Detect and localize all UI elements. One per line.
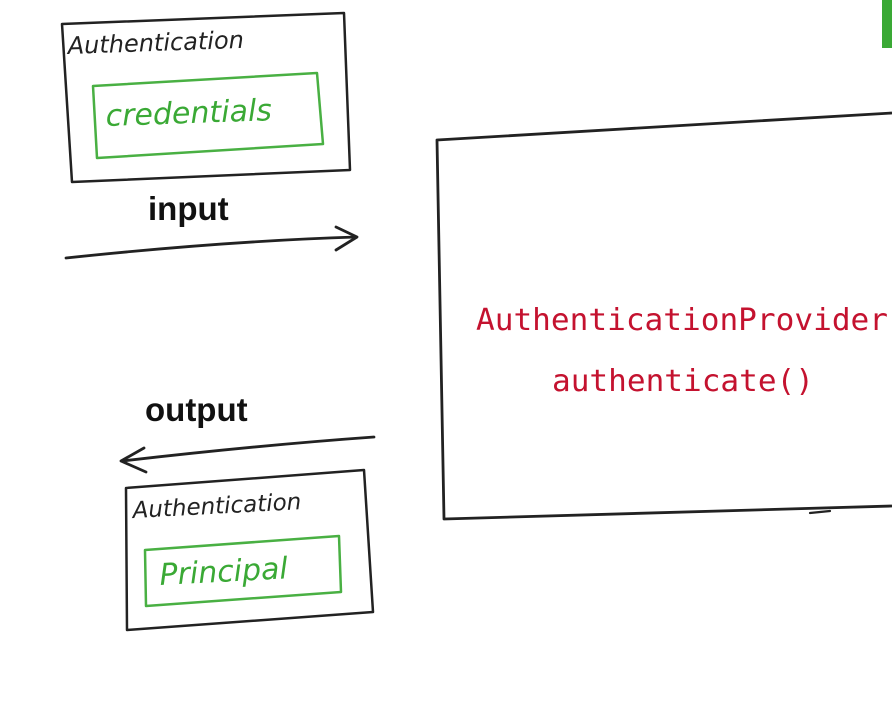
input-authentication-label: Authentication — [65, 26, 244, 60]
green-edge-tab — [882, 0, 892, 48]
output-arrow — [120, 435, 376, 463]
output-arrow-head — [119, 446, 148, 474]
input-arrow-group: input — [64, 190, 359, 260]
provider-method: authenticate() — [552, 364, 814, 399]
output-authentication-object: Authentication Principal — [124, 468, 375, 632]
credentials-label: credentials — [105, 93, 272, 134]
principal-box — [143, 534, 343, 608]
credentials-box — [91, 71, 325, 160]
output-authentication-outer-box — [124, 468, 375, 632]
input-arrow-head — [334, 225, 359, 252]
output-authentication-label: Authentication — [130, 489, 302, 524]
input-arrow-label: input — [148, 190, 229, 227]
output-arrow-group: output — [119, 391, 376, 474]
input-arrow — [64, 235, 358, 260]
provider-box — [435, 111, 892, 521]
input-authentication-outer-box — [60, 11, 352, 184]
principal-label: Principal — [159, 551, 290, 593]
input-authentication-object: Authentication credentials — [60, 11, 352, 184]
output-arrow-label: output — [145, 391, 248, 428]
authentication-provider: AuthenticationProvider authenticate() — [435, 111, 892, 521]
provider-box-tail-stroke — [808, 509, 832, 515]
provider-class-name: AuthenticationProvider — [476, 303, 888, 338]
